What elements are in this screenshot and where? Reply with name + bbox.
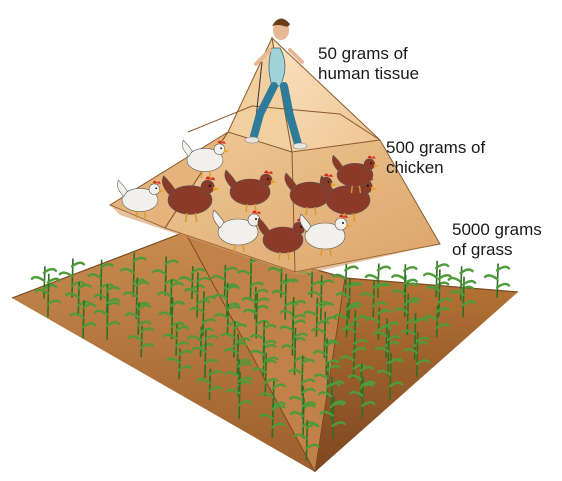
- label-middle-level: 500 grams of chicken: [386, 138, 485, 178]
- base-tier: [12, 232, 518, 472]
- label-middle-line2: chicken: [386, 158, 485, 178]
- label-base-line1: 5000 grams: [452, 220, 542, 240]
- label-base-line2: of grass: [452, 240, 542, 260]
- label-middle-line1: 500 grams of: [386, 138, 485, 158]
- label-top-level: 50 grams of human tissue: [318, 44, 419, 84]
- label-base-level: 5000 grams of grass: [452, 220, 542, 260]
- label-top-line2: human tissue: [318, 64, 419, 84]
- label-top-line1: 50 grams of: [318, 44, 419, 64]
